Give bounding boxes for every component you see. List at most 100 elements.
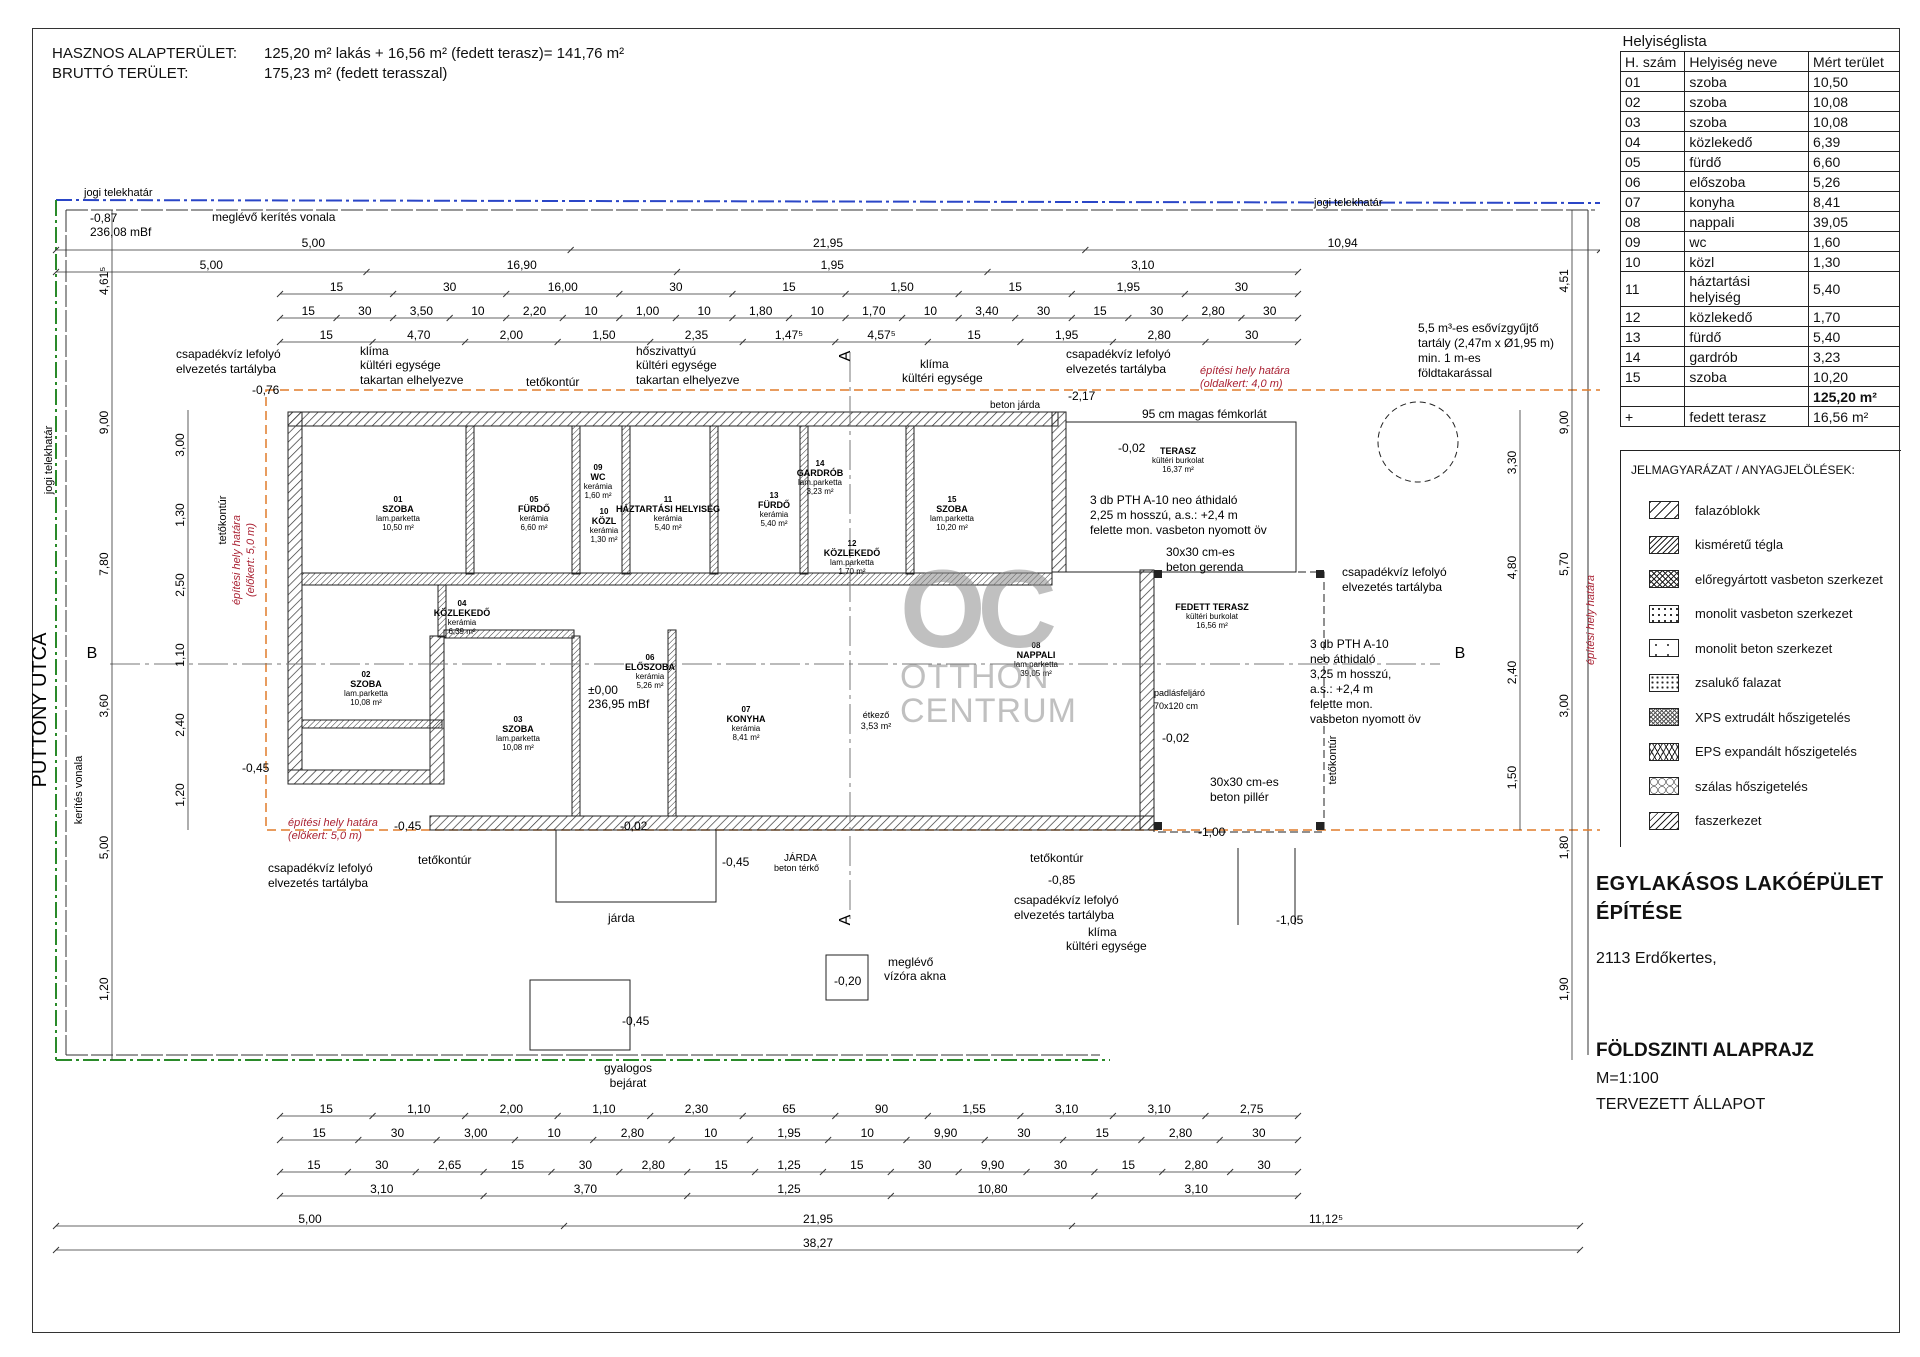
legend-item: monolit beton szerkezet (1649, 639, 1832, 657)
dimension-tick (354, 1136, 362, 1144)
dimension-value: 15 (714, 1158, 728, 1172)
legend-label: szálas hőszigetelés (1695, 778, 1808, 794)
pedestrian-entrance: gyalogos (604, 1061, 652, 1075)
room-area: 10,20 m² (936, 523, 968, 532)
legend-swatch (1649, 811, 1679, 830)
dimension-tick (554, 338, 561, 346)
dimension-value: 3,30 (1505, 450, 1519, 474)
dimension-tick (559, 314, 567, 322)
dimension-value: 65 (782, 1102, 796, 1116)
dimension-value: 5,00 (302, 236, 326, 250)
lintel-note: 3 db PTH A-10 (1310, 637, 1389, 651)
room-number: 06 (646, 653, 655, 662)
room-name: konyha (1684, 191, 1810, 212)
room-floor: kerámia (654, 514, 683, 523)
dimension-tick (955, 1168, 963, 1176)
plot-boundary (55, 199, 1600, 1061)
project-title-line2: ÉPÍTÉSE (1596, 902, 1683, 924)
room-no: 03 (1619, 111, 1686, 132)
dimension-tick (1068, 290, 1076, 298)
room-no: 14 (1619, 346, 1686, 367)
room-area: 8,41 m² (732, 733, 759, 742)
room-no: 05 (1619, 151, 1686, 172)
klima-note: klíma (1088, 925, 1117, 939)
header-room-area: Mért terület (1808, 51, 1900, 72)
dimension-tick (276, 290, 284, 298)
dimension-value: 15 (320, 328, 334, 342)
dimension-tick (984, 268, 991, 276)
room-name: NAPPALI (1017, 650, 1056, 660)
dimension-value: 1,55 (962, 1102, 986, 1116)
building-limit-note: építési hely határa (231, 515, 243, 605)
legend-item: falazóblokk (1649, 501, 1760, 519)
building-limit-note: (előkert: 5,0 m) (245, 523, 257, 597)
dimension-tick (389, 314, 397, 322)
room-no: 11 (1619, 271, 1686, 307)
dimension-value: 2,20 (523, 304, 547, 318)
dimension-tick (673, 268, 681, 276)
dimension-value: 1,70 (862, 304, 886, 318)
room-floor: kerámia (448, 618, 477, 627)
dimension-tick (824, 1136, 832, 1144)
railing-note: 95 cm magas fémkorlát (1142, 407, 1267, 421)
dimension-value: 30 (1235, 280, 1249, 294)
dimension-value: 15 (320, 1102, 334, 1116)
room-area: 3,23 m² (806, 487, 833, 496)
dimension-value: 30 (669, 280, 683, 294)
room-floor: lam.parketta (1014, 660, 1059, 669)
otthon-centrum-watermark: OC OTTHON CENTRUM (900, 548, 1076, 729)
room-name: FÜRDŐ (518, 503, 550, 514)
watermark-logo: OC (900, 548, 1057, 671)
dimension-tick (1158, 1168, 1166, 1176)
dimension-tick (646, 1112, 654, 1120)
walkway-label: beton térkő (774, 863, 819, 873)
room-name: wc (1684, 231, 1810, 252)
dimension-value: 3,60 (97, 694, 111, 718)
dimension-tick (615, 314, 623, 322)
dimension-tick (615, 1168, 623, 1176)
dimension-value: 9,90 (934, 1126, 958, 1140)
dimension-value: 1,80 (749, 304, 773, 318)
room-name: gardrób (1684, 346, 1810, 367)
dimension-value: 1,80 (1557, 835, 1571, 859)
legend-swatch (1649, 639, 1679, 657)
dimension-tick (433, 1136, 440, 1144)
area-summary: HASZNOS ALAPTERÜLET:125,20 m² lakás + 16… (52, 44, 624, 84)
legend-title: JELMAGYARÁZAT / ANYAGJELÖLÉSEK: (1631, 463, 1855, 477)
room-area: 10,08 (1808, 91, 1900, 112)
room-floor: kerámia (760, 510, 789, 519)
room-area: 6,60 m² (520, 523, 547, 532)
dimension-value: 9,90 (981, 1158, 1005, 1172)
dimension-tick (333, 314, 340, 322)
room-area: 1,30 m² (590, 535, 617, 544)
dimension-value: 10 (811, 304, 825, 318)
dimension-value: 9,00 (97, 410, 111, 434)
terrace-area: 16,37 m² (1162, 465, 1194, 474)
building-limit-note: (előkert: 5,0 m) (288, 830, 362, 842)
pillar-note: 30x30 cm-es (1210, 775, 1279, 789)
dimension-tick (1576, 1246, 1584, 1254)
dining-label: étkező (863, 710, 890, 720)
level-label: -1,00 (1198, 825, 1226, 839)
room-area: 1,60 m² (584, 491, 611, 500)
klima-note: kültéri egysége (1066, 939, 1147, 953)
building-limit-note: építési hely határa (288, 817, 378, 829)
dimension-value: 3,70 (574, 1182, 598, 1196)
title-block: EGYLAKÁSOS LAKÓÉPÜLET ÉPÍTÉSE 2113 Erdők… (1596, 870, 1900, 1114)
dimension-tick (1226, 1168, 1234, 1176)
dimension-value: 15 (312, 1126, 326, 1140)
room-no: 13 (1619, 326, 1686, 347)
dimension-tick (52, 1246, 60, 1254)
room-area: 39,05 (1808, 211, 1900, 232)
room-number: 01 (394, 495, 403, 504)
dimension-value: 2,80 (1201, 304, 1225, 318)
gutter-note: csapadékvíz lefolyó (1066, 347, 1171, 361)
